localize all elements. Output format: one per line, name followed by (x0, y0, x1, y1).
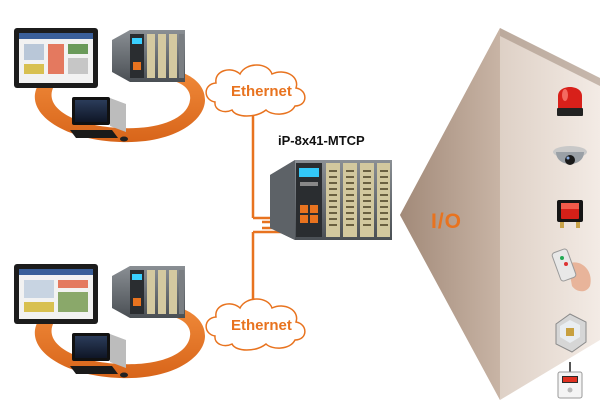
bottom-workstation-group (14, 264, 205, 379)
io-label: I/O (431, 210, 463, 233)
top-ethernet-label: Ethernet (231, 83, 292, 100)
bottom-ethernet-cloud (205, 298, 306, 351)
top-plc-rack-icon (112, 30, 185, 82)
dome-camera-icon (553, 146, 587, 165)
top-ethernet-cloud (205, 64, 306, 117)
controller-model-label: iP-8x41-MTCP (278, 133, 365, 148)
relay-icon (555, 313, 587, 353)
rocker-switch-icon (557, 200, 583, 228)
io-wedge (400, 28, 600, 400)
top-workstation-group (14, 28, 205, 143)
top-computer-icon (70, 97, 128, 142)
warning-light-icon (557, 87, 583, 116)
controller-device-icon (270, 160, 392, 240)
bottom-computer-icon (70, 333, 128, 378)
sensor-icon (557, 362, 583, 399)
bottom-plc-rack-icon (112, 266, 185, 318)
top-monitor-icon (14, 28, 98, 88)
bottom-ethernet-label: Ethernet (231, 317, 292, 334)
bottom-monitor-icon (14, 264, 98, 324)
remote-control-icon (551, 248, 591, 292)
